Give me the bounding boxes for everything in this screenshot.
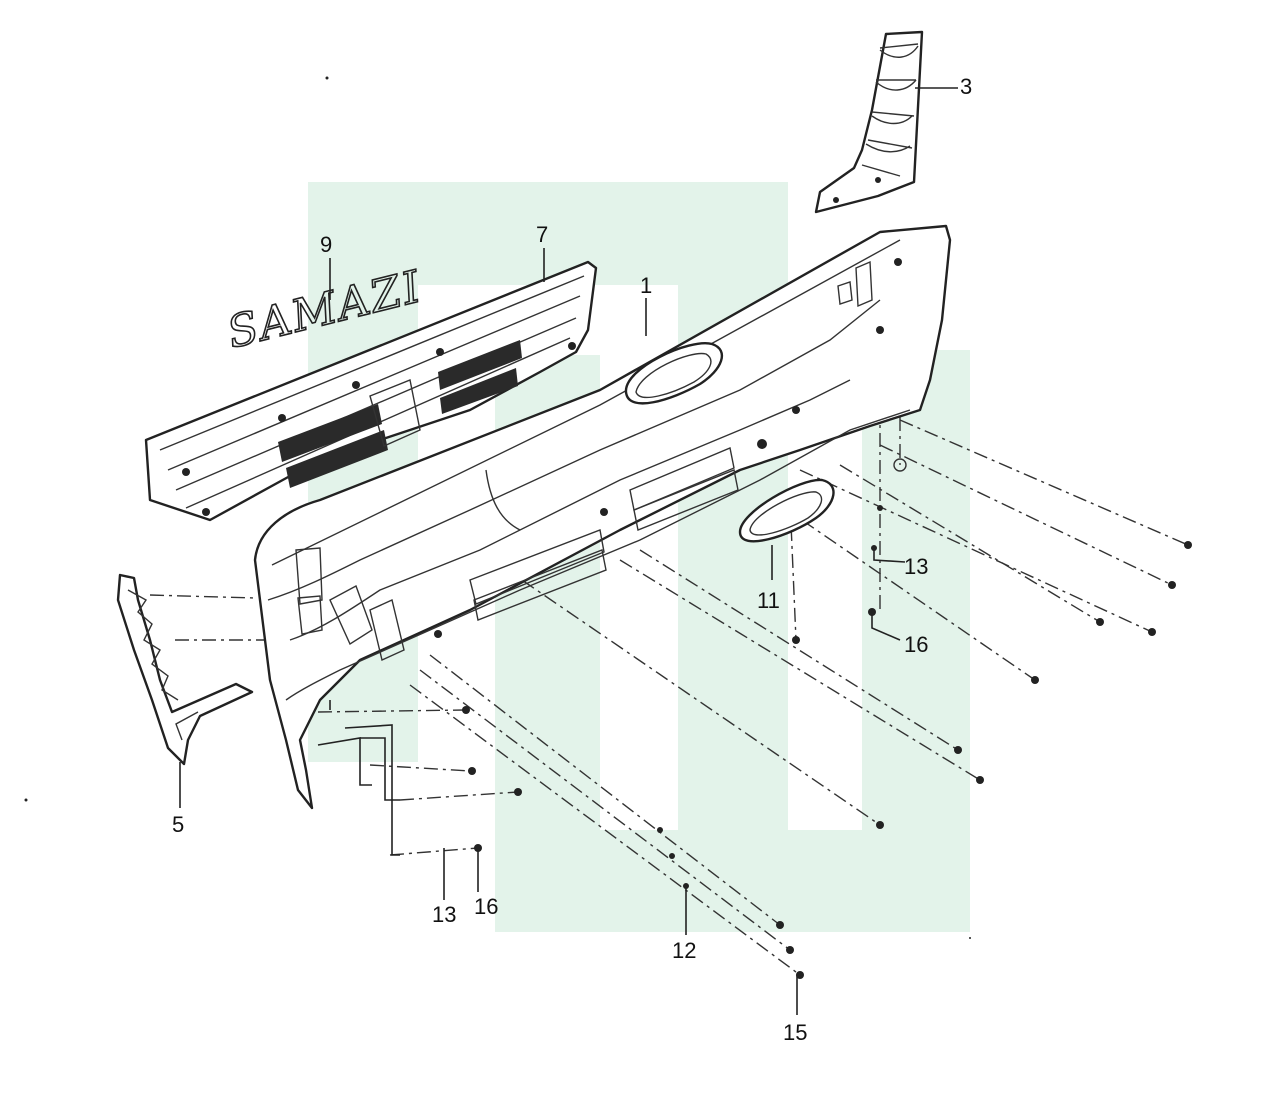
bolt — [796, 971, 804, 979]
bolt — [1168, 581, 1176, 589]
grille-vent-openings — [278, 340, 522, 488]
callout-16-left: 16 — [474, 894, 498, 919]
callout-11: 11 — [757, 588, 780, 613]
callout-15: 15 — [783, 1020, 807, 1045]
bolt — [462, 706, 470, 714]
bolt — [1096, 618, 1104, 626]
callout-16-right: 16 — [904, 632, 928, 657]
bolt — [876, 821, 884, 829]
fastener-hardware — [462, 458, 1192, 979]
callout-labels: 3 9 7 1 5 11 13 16 12 13 16 15 — [172, 74, 972, 1045]
bolt — [786, 946, 794, 954]
callout-13-right: 13 — [904, 554, 928, 579]
bumper-vent-slots — [469, 447, 739, 621]
bolt — [1148, 628, 1156, 636]
callout-3: 3 — [960, 74, 972, 99]
bracket-lines — [317, 700, 400, 856]
part-11-fog-lamp-bezel — [738, 478, 835, 543]
part-5-left-corner-bracket — [116, 573, 254, 766]
bolt — [514, 788, 522, 796]
fog-lamp-bezel-upper — [624, 342, 723, 405]
callout-5: 5 — [172, 812, 184, 837]
nut — [669, 853, 675, 859]
callout-1: 1 — [640, 273, 652, 298]
bolt — [776, 921, 784, 929]
callout-9: 9 — [320, 232, 332, 257]
bolt — [976, 776, 984, 784]
nut — [657, 827, 663, 833]
callout-leaders — [179, 87, 958, 1015]
part-7-grille — [144, 260, 598, 522]
nut — [877, 505, 883, 511]
callout-13-left: 13 — [432, 902, 456, 927]
washer — [893, 458, 907, 472]
part-1-bumper-body — [253, 224, 952, 810]
bolt — [468, 767, 476, 775]
bolt — [792, 636, 800, 644]
assembly-lines — [149, 255, 1189, 976]
bolt — [954, 746, 962, 754]
bolt — [1031, 676, 1039, 684]
scan-specks — [24, 76, 971, 939]
callout-7: 7 — [536, 222, 548, 247]
callout-12: 12 — [672, 938, 696, 963]
part-3-right-corner-bracket — [814, 30, 924, 214]
bolt — [1184, 541, 1192, 549]
